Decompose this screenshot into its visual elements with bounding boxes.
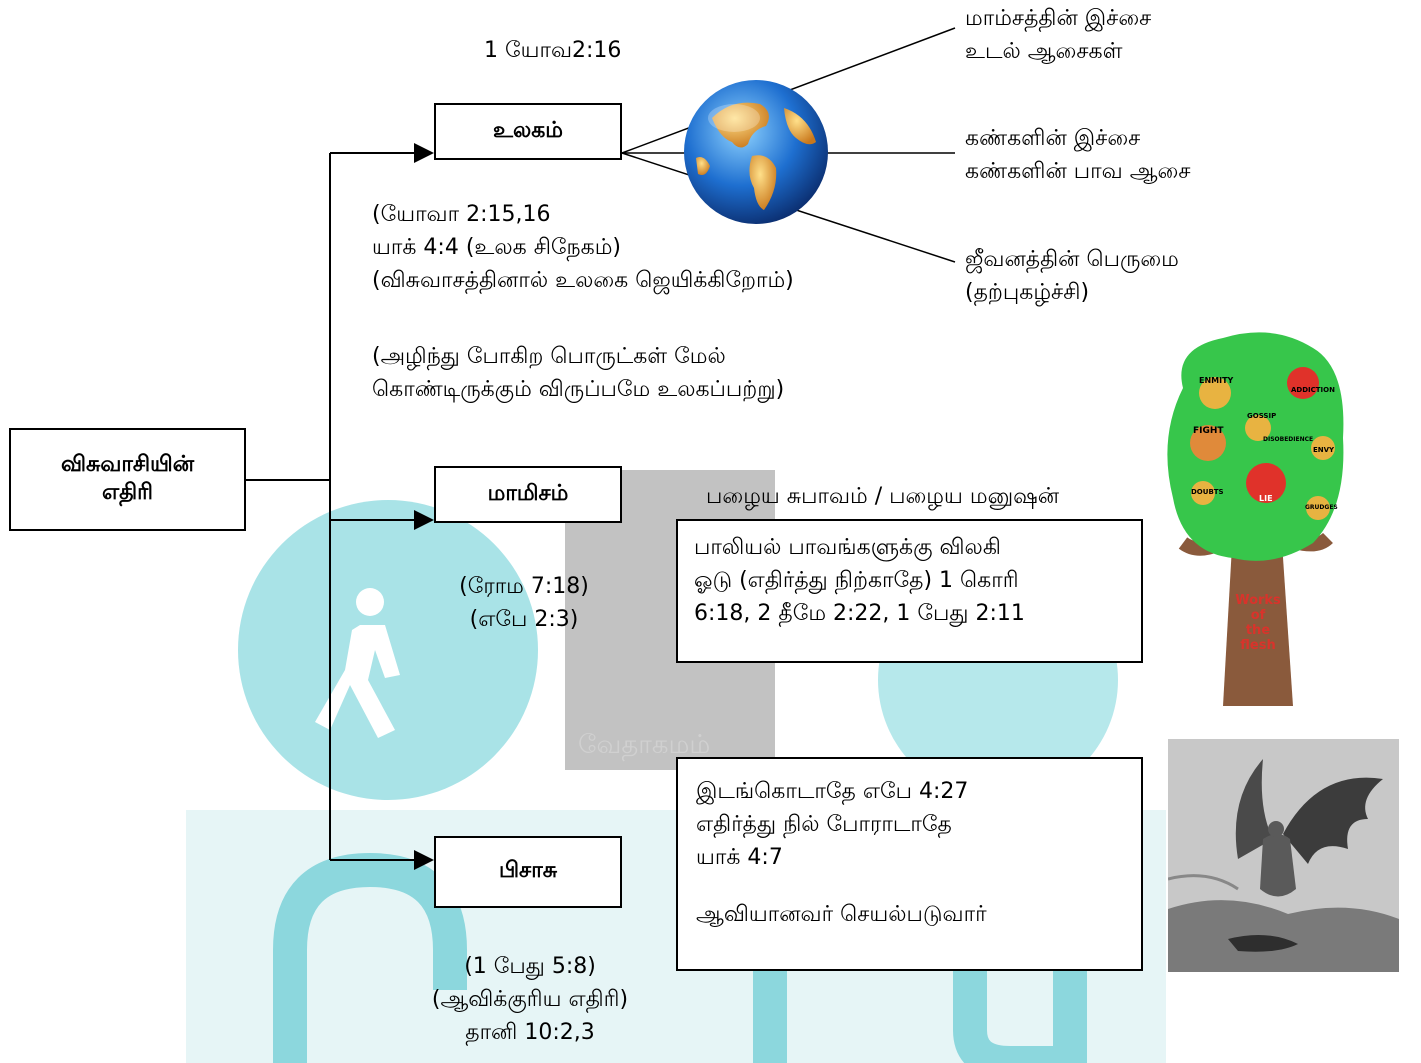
world-reference-top: 1 யோவ2:16 [484,38,622,63]
devil-advice-line-4: ஆவியானவர் செயல்படுவார் [696,902,987,927]
root-box: விசுவாசியின் எதிரி [9,428,246,531]
devil-advice: இடங்கொடாதே எபே 4:27 எதிர்த்து நில் போராட… [696,775,1141,931]
world-ref-line-3: (விசுவாசத்தினால் உலகை ஜெயிக்கிறோம்) [372,268,794,293]
tree-word-enmity: ENMITY [1199,376,1234,385]
world-ref-line-2: யாக் 4:4 (உலக சிநேகம்) [372,235,622,260]
flesh-box: மாமிசம் [434,466,622,523]
flesh-refs: (ரோம 7:18) (எபே 2:3) [424,570,624,636]
tree-word-lie: LIE [1259,494,1273,503]
world-ref-line-1: (யோவா 2:15,16 [372,202,551,227]
world-refs: (யோவா 2:15,16 யாக் 4:4 (உலக சிநேகம்) (வி… [372,198,794,297]
tree-word-fight: FIGHT [1193,426,1224,436]
lust-eyes-line-2: கண்களின் பாவ ஆசை [965,159,1191,184]
tree-icon [1167,332,1344,706]
devil-label: பிசாசு [498,858,558,883]
devil-ref-line-2: (ஆவிக்குரிய எதிரி) [431,987,629,1012]
world-definition-line-1: (அழிந்து போகிற பொருட்கள் மேல் [372,344,726,369]
lust-flesh-line-1: மாம்சத்தின் இச்சை [965,6,1152,31]
tree-caption-line-2: of [1250,608,1266,623]
tree-caption-line-4: flesh [1240,638,1276,653]
devil-ref-line-1: (1 பேது 5:8) [464,954,596,979]
tree-caption-line-1: Works [1235,593,1281,608]
tree-word-gossip: GOSSIP [1247,412,1277,420]
devil-refs: (1 பேது 5:8) (ஆவிக்குரிய எதிரி) தானி 10:… [410,950,650,1049]
lust-flesh: மாம்சத்தின் இச்சை உடல் ஆசைகள் [965,2,1151,68]
devil-advice-line-3: யாக் 4:7 [696,845,783,870]
pride-life: ஜீவனத்தின் பெருமை (தற்புகழ்ச்சி) [965,243,1179,309]
devil-engraving-image [1168,739,1399,972]
walking-person-icon [315,588,400,738]
root-line-2: எதிரி [101,479,154,505]
flesh-ref-line-2: (எபே 2:3) [469,607,579,632]
flesh-advice-box: பாலியல் பாவங்களுக்கு விலகி ஓடு (எதிர்த்த… [676,519,1143,663]
devil-ref-line-3: தானி 10:2,3 [465,1020,595,1045]
pride-life-line-2: (தற்புகழ்ச்சி) [965,280,1090,305]
tree-word-disobedience: DISOBEDIENCE [1263,436,1314,443]
devil-advice-box: இடங்கொடாதே எபே 4:27 எதிர்த்து நில் போராட… [676,757,1143,971]
lust-eyes-line-1: கண்களின் இச்சை [965,126,1141,151]
root-line-1: விசுவாசியின் [60,451,195,477]
lust-eyes: கண்களின் இச்சை கண்களின் பாவ ஆசை [965,122,1191,188]
flesh-advice-line-3: 6:18, 2 தீமே 2:22, 1 பேது 2:11 [694,601,1025,626]
tree-word-doubts: DOUBTS [1191,488,1224,496]
devil-advice-line-1: இடங்கொடாதே எபே 4:27 [696,779,969,804]
flesh-ref-line-1: (ரோம 7:18) [459,574,589,599]
world-box: உலகம் [434,103,622,160]
tree-word-addiction: ADDICTION [1291,386,1335,394]
tree-word-grudges: GRUDGES [1305,504,1338,511]
tree-caption: Works of the flesh [1233,593,1283,653]
winged-devil-icon [1168,739,1399,972]
devil-box: பிசாசு [434,836,622,908]
flesh-label: மாமிசம் [487,480,569,506]
flesh-advice-line-2: ஓடு (எதிர்த்து நிற்காதே) 1 கொரி [694,568,1019,593]
flesh-advice-line-1: பாலியல் பாவங்களுக்கு விலகி [694,535,1001,560]
watermark-text: வேதாகமம் [578,730,711,760]
world-definition: (அழிந்து போகிற பொருட்கள் மேல் கொண்டிருக்… [372,340,784,406]
flesh-tree-image: ENMITY ADDICTION FIGHT GOSSIP DISOBEDIEN… [1163,328,1347,706]
flesh-caption: பழைய சுபாவம் / பழைய மனுஷன் [706,484,1060,509]
tree-caption-line-3: the [1245,623,1271,638]
world-label: உலகம் [493,117,563,143]
lust-flesh-line-2: உடல் ஆசைகள் [965,39,1123,64]
tree-word-envy: ENVY [1313,446,1335,454]
pride-life-line-1: ஜீவனத்தின் பெருமை [965,247,1179,272]
world-definition-line-2: கொண்டிருக்கும் விருப்பமே உலகப்பற்று) [372,377,785,402]
globe-icon [684,80,828,224]
devil-advice-line-2: எதிர்த்து நில் போராடாதே [696,812,952,837]
flesh-advice: பாலியல் பாவங்களுக்கு விலகி ஓடு (எதிர்த்த… [694,531,1141,630]
